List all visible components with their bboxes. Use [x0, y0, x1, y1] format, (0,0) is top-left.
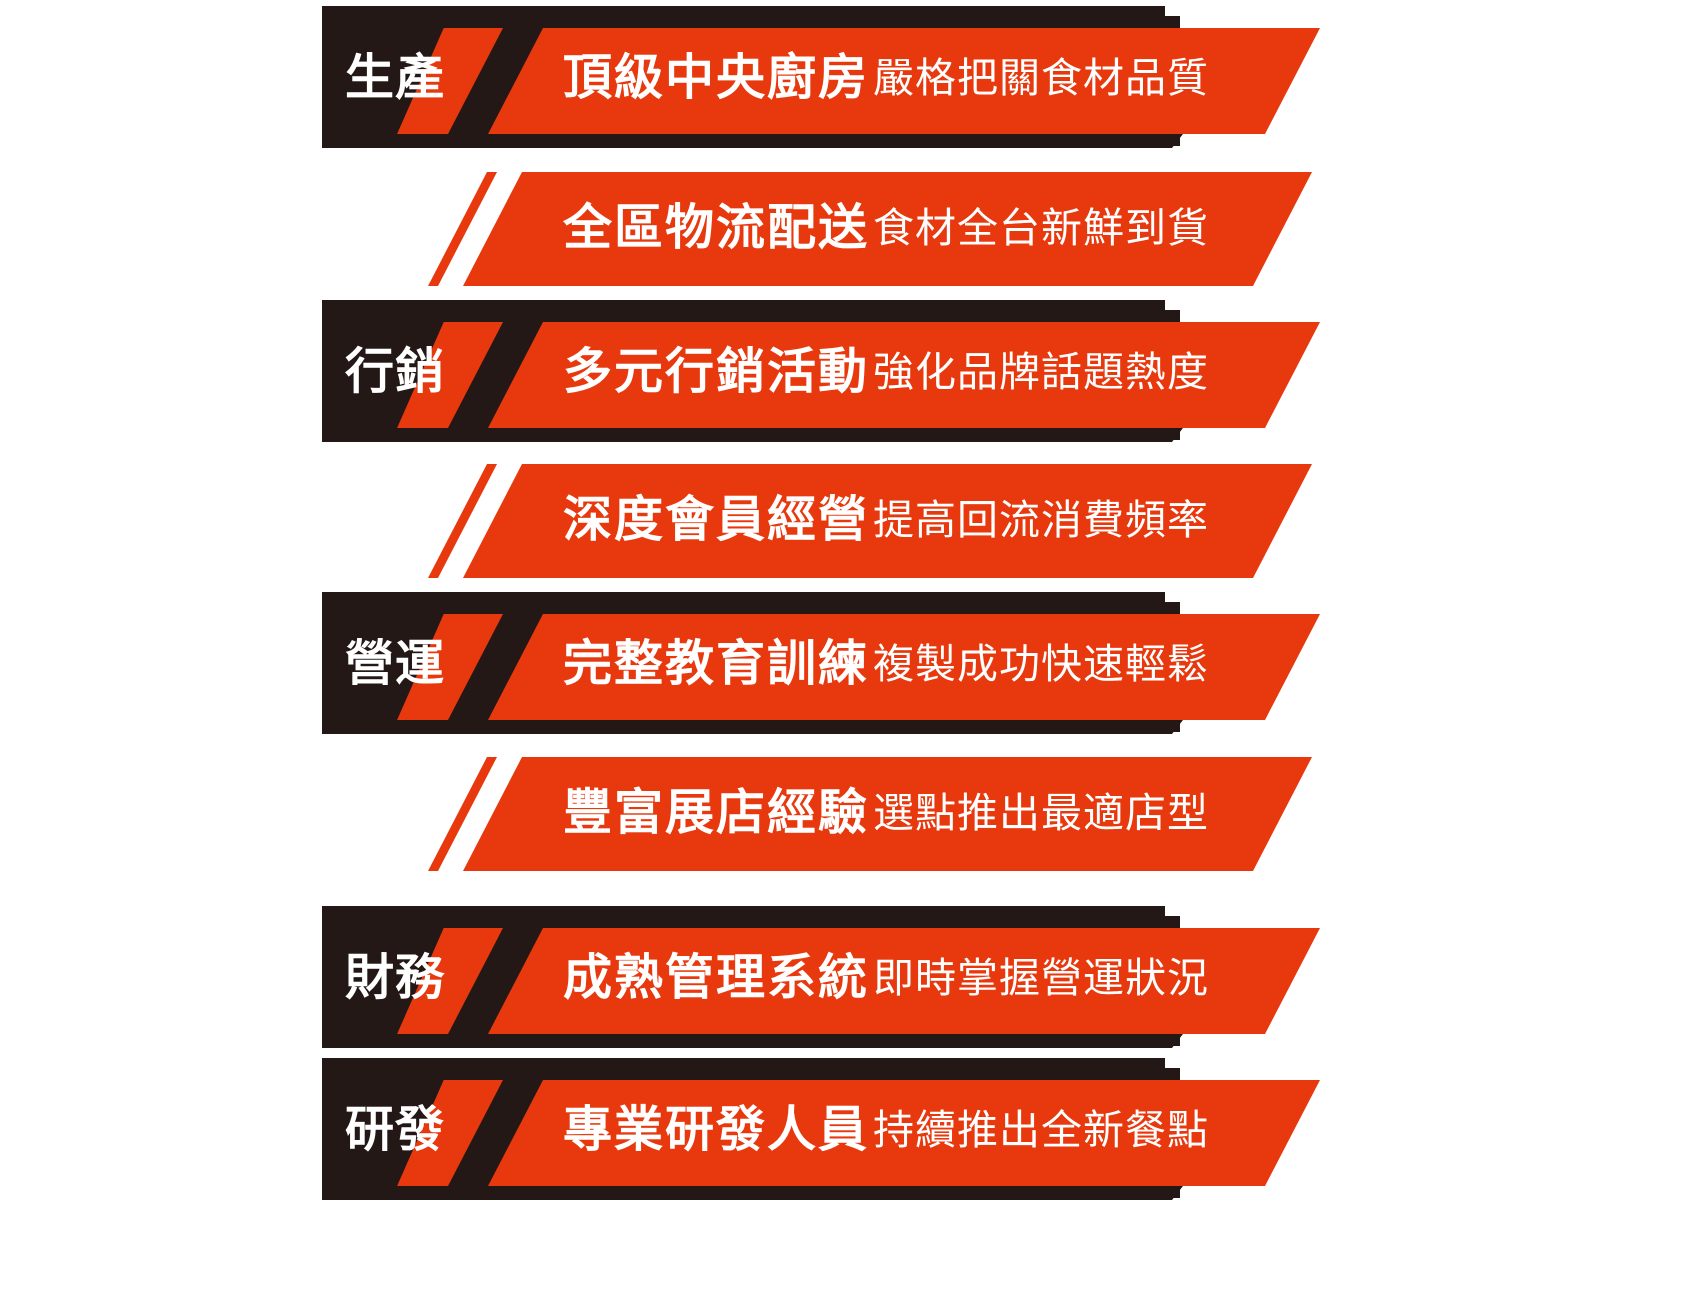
banner-shape [428, 464, 1312, 578]
red-parallelogram [428, 464, 1312, 578]
red-parallelogram [439, 614, 1320, 720]
banner-row[interactable]: 豐富展店經驗選點推出最適店型 [0, 745, 1706, 915]
banner-shape [428, 172, 1312, 286]
red-parallelogram [428, 172, 1312, 286]
dark-label-block [322, 1068, 449, 1193]
dark-diagonal-gap [448, 322, 543, 428]
banner-shape [322, 6, 1320, 148]
dark-label-block [322, 310, 449, 435]
red-parallelogram [439, 28, 1320, 134]
white-diagonal-slash [438, 757, 522, 871]
red-accent-stripe [387, 928, 499, 1034]
banner-shape [428, 757, 1312, 871]
red-accent-stripe [387, 322, 499, 428]
red-accent-stripe [387, 1080, 499, 1186]
banner-shape [322, 300, 1320, 442]
white-diagonal-slash [438, 464, 522, 578]
dark-diagonal-gap [448, 614, 543, 720]
dark-label-block [322, 602, 449, 727]
red-accent-stripe [387, 614, 499, 720]
white-diagonal-slash [438, 172, 522, 286]
red-parallelogram [439, 928, 1320, 1034]
dark-label-block [322, 916, 449, 1041]
banner-row[interactable]: 營運完整教育訓練複製成功快速輕鬆 [0, 592, 1706, 762]
red-accent-stripe [387, 28, 499, 134]
dark-diagonal-gap [448, 28, 543, 134]
banner-row[interactable]: 財務成熟管理系統即時掌握營運狀況 [0, 906, 1706, 1076]
banner-shape [322, 906, 1320, 1048]
banner-row[interactable]: 行銷多元行銷活動強化品牌話題熱度 [0, 300, 1706, 470]
red-parallelogram [439, 322, 1320, 428]
banner-row[interactable]: 生產頂級中央廚房嚴格把關食材品質 [0, 6, 1706, 176]
banner-row[interactable]: 研發專業研發人員持續推出全新餐點 [0, 1058, 1706, 1228]
red-parallelogram [428, 757, 1312, 871]
dark-label-block [322, 16, 449, 141]
red-parallelogram [439, 1080, 1320, 1186]
dark-diagonal-gap [448, 928, 543, 1034]
banner-shape [322, 1058, 1320, 1200]
banner-shape [322, 592, 1320, 734]
dark-diagonal-gap [448, 1080, 543, 1186]
